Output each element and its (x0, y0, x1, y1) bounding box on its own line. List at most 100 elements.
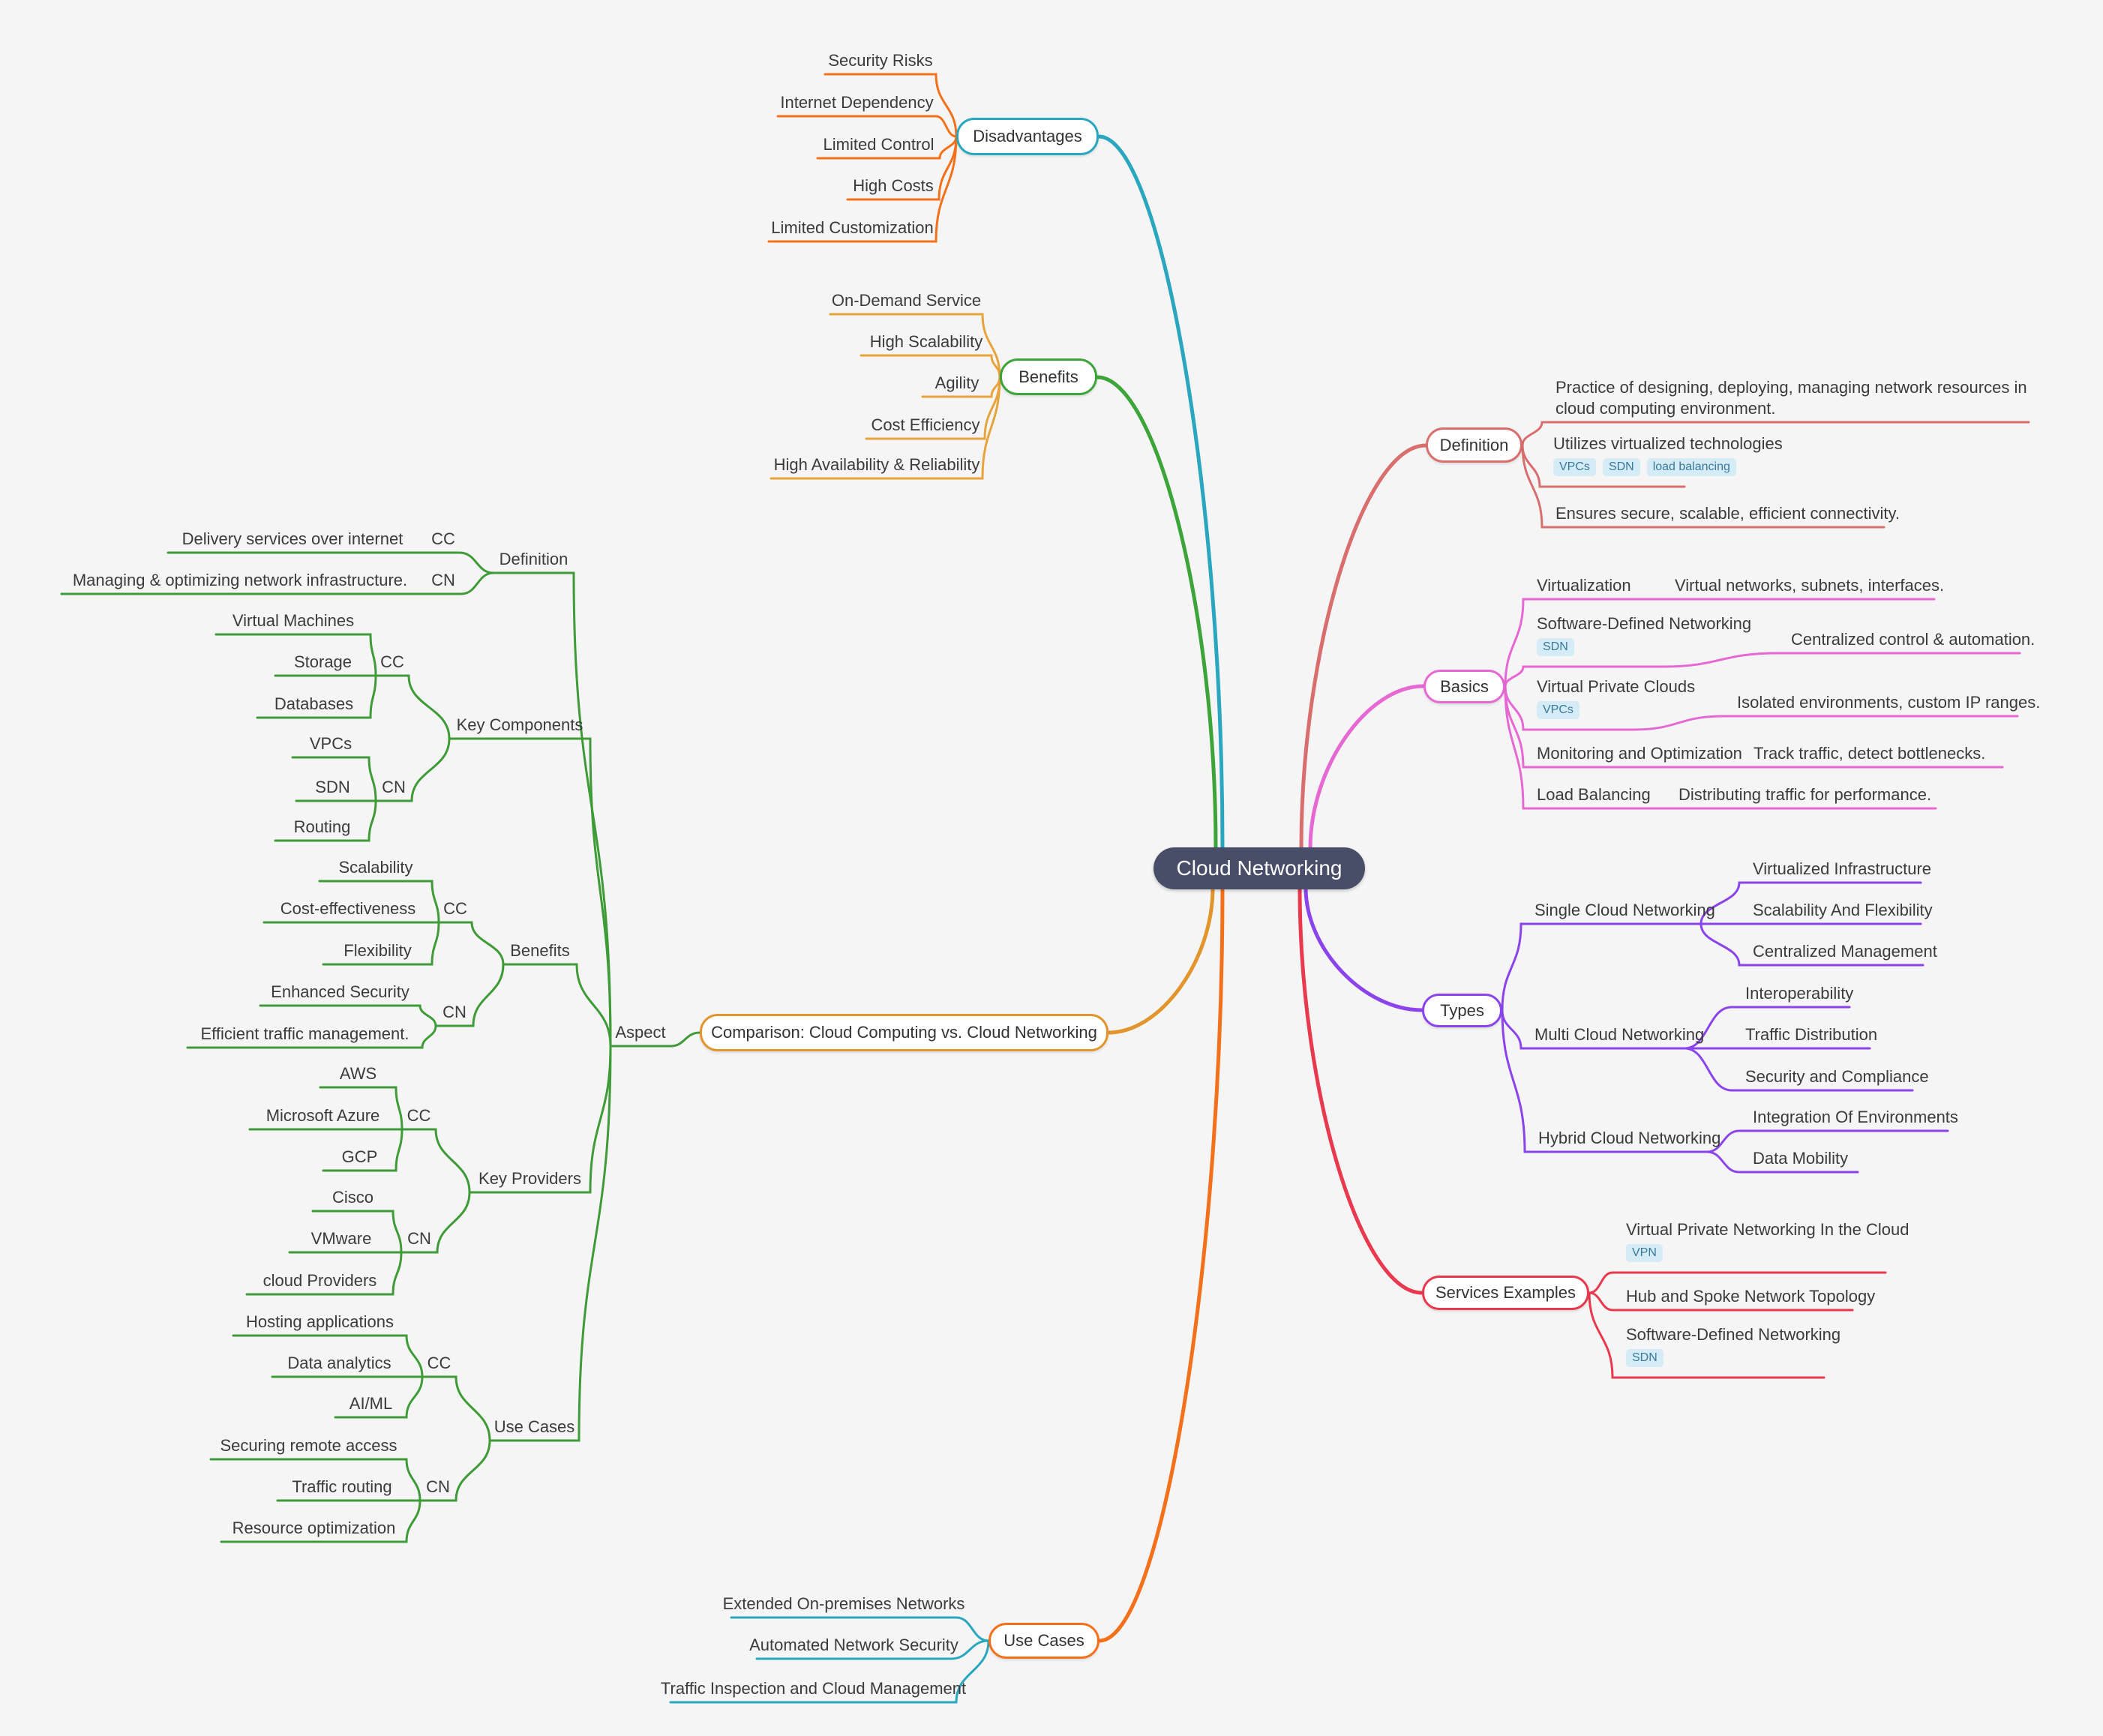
node-t2b[interactable]: Traffic Distribution (1732, 1024, 1877, 1045)
branch-node-types[interactable]: Types (1422, 994, 1502, 1027)
node-ba3c[interactable]: Isolated environments, custom IP ranges. (1724, 692, 2040, 713)
node-ba1c[interactable]: Virtual networks, subnets, interfaces. (1661, 575, 1944, 596)
node-a-kc-cc1[interactable]: Virtual Machines (216, 610, 370, 631)
node-a-kc-cc2[interactable]: Storage (275, 652, 370, 673)
node-a-def[interactable]: Definition (494, 549, 574, 570)
node-a-ben-cc1[interactable]: Scalability (320, 857, 432, 878)
node-a-kc-cc[interactable]: CC (376, 652, 409, 673)
node-u1[interactable]: Extended On-premises Networks (723, 1594, 965, 1615)
node-label: Traffic Distribution (1745, 1024, 1878, 1044)
node-a-uc-cn[interactable]: CN (420, 1477, 456, 1498)
node-d2[interactable]: Internet Dependency (778, 92, 936, 113)
node-a-kp-cc2[interactable]: Microsoft Azure (250, 1105, 396, 1126)
node-a-kp-cc1[interactable]: AWS (320, 1063, 396, 1084)
node-b3[interactable]: Agility (922, 373, 992, 394)
node-a-uc-cc[interactable]: CC (422, 1353, 456, 1374)
node-t3[interactable]: Hybrid Cloud Networking (1525, 1128, 1720, 1149)
node-a-kp-cn3[interactable]: cloud Providers (247, 1270, 393, 1291)
node-u2[interactable]: Automated Network Security (749, 1635, 958, 1656)
node-a-kp-cn1[interactable]: Cisco (313, 1187, 393, 1208)
node-d3[interactable]: Limited Control (818, 134, 940, 155)
node-a-uc-cn1[interactable]: Securing remote access (211, 1435, 406, 1456)
node-ba4c[interactable]: Track traffic, detect bottlenecks. (1740, 743, 2002, 764)
node-a-ben[interactable]: Benefits (503, 940, 577, 961)
node-t3b[interactable]: Data Mobility (1739, 1148, 1858, 1169)
node-d4[interactable]: High Costs (848, 175, 939, 196)
node-t1[interactable]: Single Cloud Networking (1521, 900, 1715, 921)
node-aspect[interactable]: Aspect (610, 1022, 670, 1043)
node-a-kc-cn3[interactable]: Routing (275, 817, 369, 838)
node-ba1[interactable]: Virtualization (1523, 575, 1661, 596)
node-label: Efficient traffic management. (200, 1024, 410, 1043)
branch-node-disadvantages[interactable]: Disadvantages (956, 118, 1099, 155)
connector-line (421, 1375, 491, 1442)
branch-node-services[interactable]: Services Examples (1422, 1276, 1589, 1310)
node-a-ben-cc2[interactable]: Cost-effectiveness (264, 898, 432, 919)
node-a-kc-cn[interactable]: CN (376, 777, 412, 798)
node-a-ben-cc3[interactable]: Flexibility (323, 940, 432, 961)
node-a-kp-cn[interactable]: CN (401, 1228, 437, 1249)
node-ba2c[interactable]: Centralized control & automation. (1778, 629, 2035, 650)
node-a-uc-cc1[interactable]: Hosting applications (233, 1312, 406, 1333)
node-a-kc-cc3[interactable]: Databases (257, 694, 370, 715)
node-t3a[interactable]: Integration Of Environments (1739, 1107, 1958, 1128)
node-label: Resource optimization (232, 1518, 396, 1537)
node-b5[interactable]: High Availability & Reliability (771, 454, 982, 475)
node-a-kc-cn1[interactable]: VPCs (292, 733, 369, 754)
node-t2a[interactable]: Interoperability (1732, 983, 1853, 1004)
node-ba5[interactable]: Load Balancing (1523, 784, 1665, 805)
node-ba5c[interactable]: Distributing traffic for performance. (1665, 784, 1936, 805)
node-u3[interactable]: Traffic Inspection and Cloud Management (661, 1678, 966, 1699)
node-b2[interactable]: High Scalability (861, 331, 992, 352)
node-s2[interactable]: Hub and Spoke Network Topology (1612, 1286, 1875, 1307)
node-df1[interactable]: Practice of designing, deploying, managi… (1542, 377, 2029, 418)
center-node[interactable]: Cloud Networking (1154, 847, 1365, 889)
node-d5[interactable]: Limited Customization (769, 217, 936, 238)
node-a-kc-cn2[interactable]: SDN (296, 777, 369, 798)
node-a-ben-cn1[interactable]: Enhanced Security (260, 982, 420, 1003)
node-a-uc-cc2[interactable]: Data analytics (272, 1353, 406, 1374)
node-a-kp-cc[interactable]: CC (402, 1105, 436, 1126)
node-df3[interactable]: Ensures secure, scalable, efficient conn… (1542, 503, 1900, 524)
node-ba4[interactable]: Monitoring and Optimization (1523, 743, 1742, 764)
connector-line (1683, 1006, 1851, 1050)
node-a-def-cc1[interactable]: Delivery services over internet (168, 529, 417, 550)
node-a-kp[interactable]: Key Providers (470, 1168, 590, 1189)
node-d1[interactable]: Security Risks (825, 50, 936, 71)
node-a-ben-cc[interactable]: CC (439, 898, 472, 919)
node-a-def-cc[interactable]: CC (427, 529, 460, 550)
node-a-uc-cn3[interactable]: Resource optimization (221, 1518, 406, 1539)
branch-node-basics[interactable]: Basics (1424, 670, 1505, 703)
branch-node-usecases[interactable]: Use Cases (988, 1623, 1100, 1659)
node-t2[interactable]: Multi Cloud Networking (1521, 1024, 1704, 1045)
node-label: Microsoft Azure (266, 1105, 380, 1125)
node-label: Databases (274, 694, 354, 713)
node-a-kc[interactable]: Key Components (449, 715, 590, 736)
node-b4[interactable]: Cost Efficiency (866, 415, 985, 436)
node-a-ben-cn[interactable]: CN (436, 1002, 473, 1023)
branch-node-definition[interactable]: Definition (1426, 427, 1522, 463)
node-a-uc-cn2[interactable]: Traffic routing (278, 1477, 406, 1498)
node-a-ben-cn2[interactable]: Efficient traffic management. (188, 1024, 422, 1045)
node-t1c[interactable]: Centralized Management (1739, 941, 1937, 962)
node-a-def-cn[interactable]: CN (425, 570, 461, 591)
node-label: Cost Efficiency (871, 415, 980, 434)
node-a-kp-cn2[interactable]: VMware (290, 1228, 393, 1249)
branch-node-benefits[interactable]: Benefits (1000, 358, 1097, 395)
node-a-def-cn1[interactable]: Managing & optimizing network infrastruc… (62, 570, 418, 591)
node-t1a[interactable]: Virtualized Infrastructure (1739, 859, 1931, 880)
node-a-kp-cc3[interactable]: GCP (323, 1147, 396, 1168)
node-b1[interactable]: On-Demand Service (830, 290, 982, 311)
node-t1b[interactable]: Scalability And Flexibility (1739, 900, 1933, 921)
node-t2c[interactable]: Security and Compliance (1732, 1066, 1929, 1087)
node-a-uc-cc3[interactable]: AI/ML (335, 1393, 406, 1414)
branch-node-comparison[interactable]: Comparison: Cloud Computing vs. Cloud Ne… (700, 1014, 1108, 1051)
node-a-uc[interactable]: Use Cases (490, 1417, 579, 1438)
connector-line (1700, 922, 1924, 967)
tag-row: VPN (1626, 1244, 1663, 1262)
